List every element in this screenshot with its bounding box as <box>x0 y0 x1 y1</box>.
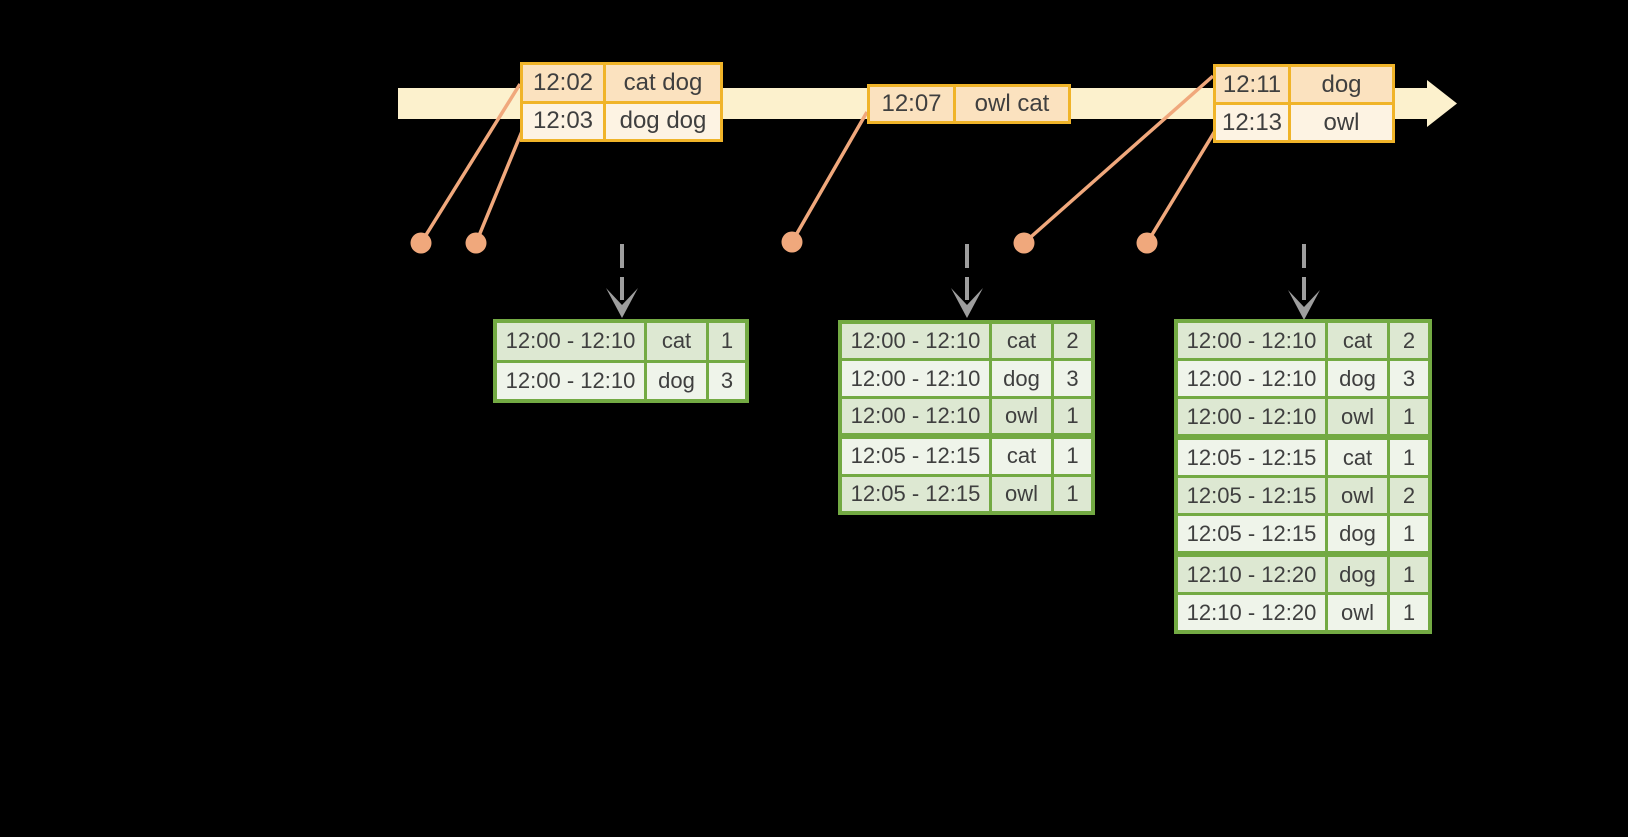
event-row: 12:07 owl cat <box>870 87 1068 121</box>
word-cell: dog <box>1328 516 1390 551</box>
event-words-cell: owl <box>1323 108 1360 136</box>
word-cell: owl <box>1328 595 1390 630</box>
table-row: 12:00 - 12:10 dog 3 <box>1178 358 1428 396</box>
event-time-cell: 12:02 <box>523 65 606 101</box>
table-row: 12:10 - 12:20 owl 1 <box>1178 592 1428 630</box>
window-cell: 12:05 - 12:15 <box>842 439 992 474</box>
connector-line-1213 <box>1145 125 1220 244</box>
event-words-cell: dog <box>1321 70 1362 98</box>
word-cell: owl <box>1328 399 1390 434</box>
count-cell: 1 <box>1402 403 1416 429</box>
event-dot-icon <box>1013 232 1035 254</box>
table-row: 12:05 - 12:15 owl 2 <box>1178 475 1428 513</box>
word-cell: cat <box>992 439 1054 474</box>
result-table-3: 12:00 - 12:10 cat 2 12:00 - 12:10 dog 3 … <box>1174 319 1432 634</box>
word-cell: dog <box>1328 361 1390 396</box>
event-row: 12:11 dog <box>1216 67 1392 102</box>
word-cell: dog <box>647 362 709 399</box>
word-cell: owl <box>992 476 1054 512</box>
event-dot-icon <box>410 232 432 254</box>
event-time-cell: 12:03 <box>523 103 606 139</box>
window-cell: 12:00 - 12:10 <box>1178 361 1328 396</box>
event-time-cell: 12:07 <box>870 87 956 121</box>
table-row: 12:00 - 12:10 dog 3 <box>497 359 745 399</box>
table-row: 12:05 - 12:15 dog 1 <box>1178 513 1428 551</box>
word-cell: dog <box>1328 557 1390 592</box>
window-cell: 12:05 - 12:15 <box>842 476 992 512</box>
count-cell: 2 <box>1066 328 1079 354</box>
window-cell: 12:05 - 12:15 <box>1178 440 1328 475</box>
word-cell: cat <box>1328 323 1390 358</box>
table-row: 12:05 - 12:15 cat 1 <box>842 433 1091 474</box>
window-cell: 12:00 - 12:10 <box>842 398 992 434</box>
window-cell: 12:00 - 12:10 <box>497 323 647 360</box>
window-cell: 12:10 - 12:20 <box>1178 557 1328 592</box>
window-cell: 12:00 - 12:10 <box>497 362 647 399</box>
window-cell: 12:10 - 12:20 <box>1178 595 1328 630</box>
word-cell: dog <box>992 361 1054 396</box>
table-row: 12:00 - 12:10 cat 2 <box>1178 323 1428 358</box>
window-cell: 12:05 - 12:15 <box>1178 478 1328 513</box>
count-cell: 1 <box>1402 444 1416 470</box>
event-box-1211-1213: 12:11 dog 12:13 owl <box>1213 64 1395 143</box>
event-words-cell: dog dog <box>619 107 707 135</box>
timeline-arrowhead-icon <box>1427 80 1457 127</box>
event-row: 12:02 cat dog <box>523 65 720 101</box>
count-cell: 1 <box>1402 599 1416 625</box>
word-cell: cat <box>647 323 709 360</box>
connector-line-1203 <box>474 123 527 244</box>
count-cell: 2 <box>1402 327 1416 353</box>
table-row: 12:00 - 12:10 cat 1 <box>497 323 745 360</box>
table-row: 12:00 - 12:10 owl 1 <box>842 395 1091 434</box>
event-connector-lines <box>419 74 1220 245</box>
count-cell: 3 <box>1402 365 1416 391</box>
trigger-arrow-lines <box>620 244 1306 300</box>
window-cell: 12:00 - 12:10 <box>1178 323 1328 358</box>
arrow-down-icon <box>606 288 638 318</box>
event-box-1202-1203: 12:02 cat dog 12:03 dog dog <box>520 62 723 142</box>
table-row: 12:05 - 12:15 cat 1 <box>1178 434 1428 475</box>
table-row: 12:10 - 12:20 dog 1 <box>1178 551 1428 592</box>
trigger-arrowheads <box>606 288 1320 320</box>
event-row: 12:03 dog dog <box>523 100 720 139</box>
word-cell: cat <box>1328 440 1390 475</box>
word-cell: owl <box>992 398 1054 434</box>
event-time-cell: 12:11 <box>1216 67 1291 102</box>
connector-line-1207 <box>790 111 869 243</box>
arrow-down-icon <box>951 288 983 318</box>
count-cell: 1 <box>720 328 734 354</box>
table-row: 12:00 - 12:10 cat 2 <box>842 324 1091 359</box>
window-cell: 12:00 - 12:10 <box>1178 399 1328 434</box>
event-dot-icon <box>465 232 487 254</box>
count-cell: 3 <box>720 367 734 393</box>
table-row: 12:00 - 12:10 owl 1 <box>1178 396 1428 434</box>
count-cell: 1 <box>1066 403 1079 429</box>
arrow-down-icon <box>1288 290 1320 320</box>
table-row: 12:00 - 12:10 dog 3 <box>842 358 1091 396</box>
event-row: 12:13 owl <box>1216 102 1392 140</box>
word-cell: cat <box>992 324 1054 359</box>
event-time-cell: 12:13 <box>1216 105 1291 140</box>
window-cell: 12:00 - 12:10 <box>842 361 992 396</box>
count-cell: 1 <box>1402 520 1416 546</box>
table-row: 12:05 - 12:15 owl 1 <box>842 473 1091 512</box>
connector-line-1202 <box>419 83 522 244</box>
event-words-cell: owl cat <box>974 90 1050 117</box>
word-cell: owl <box>1328 478 1390 513</box>
window-cell: 12:05 - 12:15 <box>1178 516 1328 551</box>
result-table-1: 12:00 - 12:10 cat 1 12:00 - 12:10 dog 3 <box>493 319 749 403</box>
event-dot-icon <box>1136 232 1158 254</box>
count-cell: 2 <box>1402 482 1416 508</box>
count-cell: 1 <box>1402 561 1416 587</box>
count-cell: 1 <box>1066 443 1079 469</box>
connector-line-1211 <box>1022 74 1215 245</box>
count-cell: 3 <box>1066 365 1079 391</box>
result-table-2: 12:00 - 12:10 cat 2 12:00 - 12:10 dog 3 … <box>838 320 1095 515</box>
event-dot-icon <box>781 231 803 253</box>
event-dots <box>410 231 1158 254</box>
event-words-cell: cat dog <box>623 68 703 96</box>
window-cell: 12:00 - 12:10 <box>842 324 992 359</box>
event-box-1207: 12:07 owl cat <box>867 84 1071 124</box>
count-cell: 1 <box>1066 480 1079 506</box>
